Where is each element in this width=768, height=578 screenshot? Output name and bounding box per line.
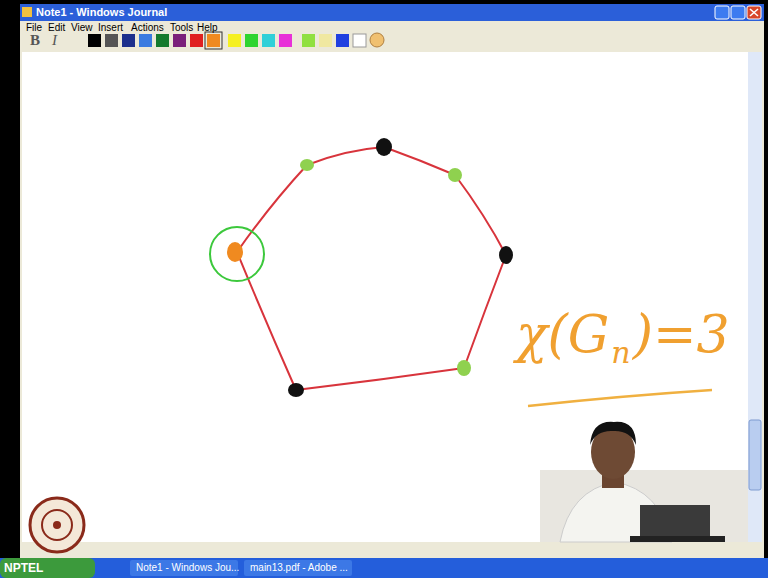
- app-icon: [22, 7, 32, 17]
- formula: )=3: [633, 306, 730, 363]
- minimize-button: [715, 6, 729, 19]
- taskbar: [0, 558, 768, 578]
- underline: [528, 390, 712, 406]
- formula: χ(G: [516, 306, 609, 363]
- italic-button: I: [52, 32, 57, 49]
- menu-item: Actions: [131, 22, 164, 33]
- menu-item: Help: [197, 22, 218, 33]
- taskbar-label: Note1 - Windows Jou...: [136, 562, 239, 573]
- menu-item: Insert: [98, 22, 123, 33]
- menu-item: Tools: [170, 22, 193, 33]
- formula-subscript: n: [611, 336, 630, 369]
- cycle-graph: [237, 147, 506, 390]
- scroll-thumb: [749, 420, 761, 490]
- taskbar-label: main13.pdf - Adobe ...: [250, 562, 348, 573]
- start-button: [0, 558, 95, 578]
- scrollbar: [748, 52, 762, 542]
- menu-item: File: [26, 22, 42, 33]
- highlight-circle: [210, 227, 264, 281]
- window-title: Note1 - Windows Journal: [36, 6, 167, 18]
- writing-canvas: [22, 52, 748, 542]
- taskbar-button: [244, 560, 352, 576]
- logo-text: NPTEL: [4, 562, 43, 575]
- close-cross: [750, 9, 758, 16]
- pen-palette: [88, 32, 384, 49]
- menu-item: View: [71, 22, 93, 33]
- nptel-logo: [30, 498, 84, 552]
- close-button: [747, 6, 761, 19]
- menu-item: Edit: [48, 22, 65, 33]
- title-bar: [20, 4, 764, 21]
- graph-vertices: [227, 138, 513, 397]
- maximize-button: [731, 6, 745, 19]
- presenter: [540, 422, 748, 542]
- window-frame: [20, 4, 764, 560]
- bold-button: B: [30, 32, 40, 49]
